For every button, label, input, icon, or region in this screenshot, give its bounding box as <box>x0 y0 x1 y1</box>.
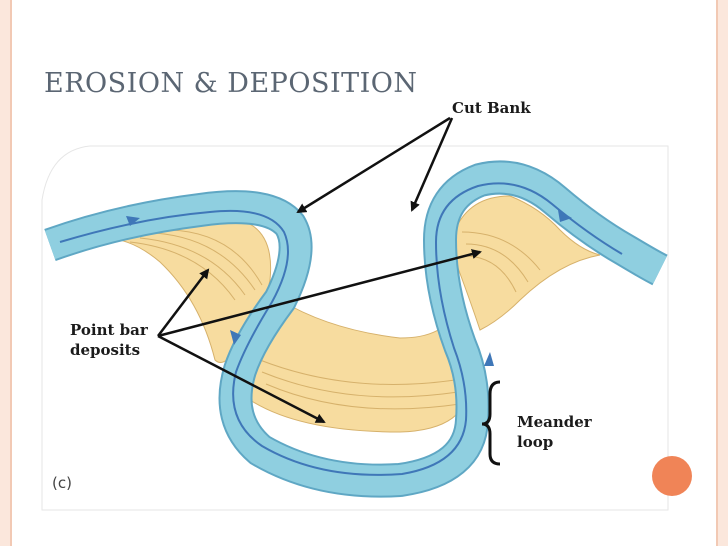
cut-bank-arrow-2 <box>410 117 454 212</box>
annotation-arrows <box>157 116 482 424</box>
point-bar-right <box>454 195 601 331</box>
point-bar-arrow-2 <box>157 249 482 338</box>
flow-arrowhead-1 <box>126 216 140 226</box>
flow-arrowheads <box>126 210 572 366</box>
flow-arrowhead-4 <box>558 210 572 222</box>
point-bar-arrow-1 <box>157 268 210 337</box>
cut-bank-label: Cut Bank <box>452 99 531 117</box>
accent-dot <box>652 456 692 496</box>
point-bar-arrow-3 <box>157 334 326 424</box>
flow-arrowhead-2 <box>230 330 241 345</box>
point-bar-label-line2: deposits <box>70 341 141 359</box>
point-bar-label-line1: Point bar <box>70 321 148 339</box>
meander-loop-label-line1: Meander <box>517 413 592 431</box>
meander-loop-label-line2: loop <box>517 433 554 451</box>
left-margin-band <box>0 0 10 546</box>
point-bar-label: Point bar deposits <box>70 320 148 360</box>
flow-arrowhead-3 <box>484 352 494 366</box>
meander-loop-label: Meander loop <box>517 412 592 452</box>
meander-brace <box>481 380 501 466</box>
right-margin-band <box>718 0 728 546</box>
cut-bank-arrow-1 <box>296 116 451 214</box>
slide-frame <box>10 0 718 546</box>
slide-title: EROSION & DEPOSITION <box>44 68 418 99</box>
flow-line <box>59 182 623 476</box>
river-water <box>44 162 667 496</box>
panel-letter: (c) <box>52 474 72 492</box>
